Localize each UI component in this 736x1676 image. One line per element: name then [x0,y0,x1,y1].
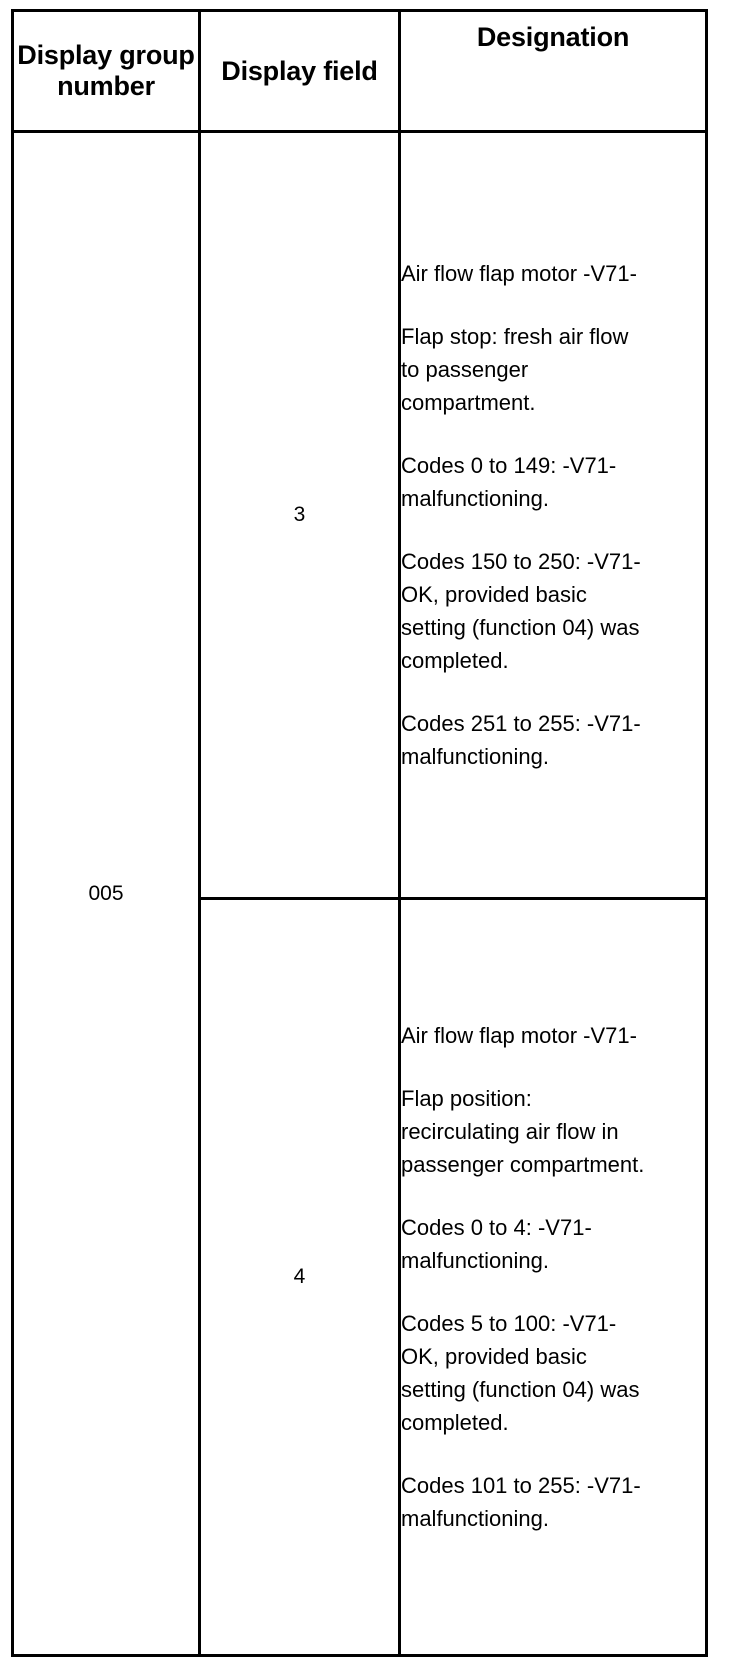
cell-designation: Air flow flap motor -V71- Flap stop: fre… [398,130,708,900]
designation-paragraph: Codes 101 to 255: -V71- malfunctioning. [401,1473,641,1531]
column-header-designation: Designation [398,9,708,133]
table-row: 005 3 Air flow flap motor -V71- Flap sto… [11,130,708,1657]
cell-designation: Air flow flap motor -V71- Flap position:… [398,897,708,1657]
designation-paragraph: Codes 0 to 149: -V71- malfunctioning. [401,453,617,511]
table-row: 4 Air flow flap motor -V71- Flap positio… [13,897,708,1657]
designation-paragraph: Air flow flap motor -V71- [401,261,637,286]
designation-paragraph: Codes 150 to 250: -V71- OK, provided bas… [401,549,641,673]
designation-paragraph: Codes 5 to 100: -V71- OK, provided basic… [401,1311,640,1435]
column-header-display-field: Display field [198,9,401,133]
display-group-table: Display group number Display field Desig… [11,9,708,1657]
cell-display-group-number: 005 [11,130,201,1657]
column-header-display-group-number: Display group number [11,9,201,133]
header-row: Display group number Display field Desig… [11,9,708,133]
designation-paragraph: Air flow flap motor -V71- [401,1023,637,1048]
table-body: 005 3 Air flow flap motor -V71- Flap sto… [11,130,708,1657]
table-header: Display group number Display field Desig… [11,9,708,133]
cell-display-field: 4 [198,897,401,1657]
designation-paragraph: Codes 0 to 4: -V71- malfunctioning. [401,1215,592,1273]
cell-display-field: 3 [198,130,401,900]
designation-paragraph: Codes 251 to 255: -V71- malfunctioning. [401,711,641,769]
designation-paragraph: Flap stop: fresh air flow to passenger c… [401,324,629,415]
designation-paragraph: Flap position: recirculating air flow in… [401,1086,645,1177]
